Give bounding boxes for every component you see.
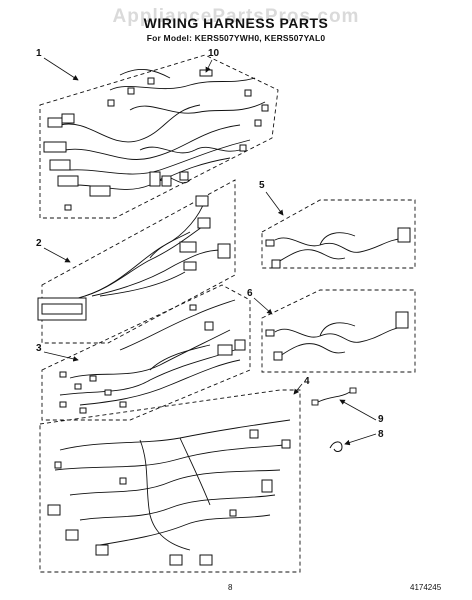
document-number: 4174245 — [410, 583, 442, 592]
callout-10: 10 — [208, 48, 220, 59]
harness-1-connectors — [43, 69, 269, 211]
harness-1-panel — [39, 54, 279, 219]
harness-3-connectors — [59, 304, 246, 414]
callout-5: 5 — [259, 180, 265, 191]
callout-2: 2 — [36, 238, 42, 249]
harness-2-connectors — [37, 195, 231, 321]
page-number: 8 — [228, 583, 233, 592]
harness-6-panel — [261, 289, 416, 373]
callout-6: 6 — [247, 288, 253, 299]
harness-5-panel — [261, 199, 416, 269]
callout-4: 4 — [304, 376, 310, 387]
harness-5-connectors — [265, 227, 411, 269]
harness-6-connectors — [265, 311, 409, 361]
leader-lines — [43, 57, 377, 446]
callout-3: 3 — [36, 343, 42, 354]
callout-1: 1 — [36, 48, 42, 59]
part-4-wire — [311, 387, 357, 406]
page-subtitle: For Model: KERS507YWH0, KERS507YAL0 — [146, 33, 326, 43]
harness-3-panel — [41, 284, 251, 421]
callout-9: 9 — [378, 414, 384, 425]
harness-lower-panel — [39, 389, 301, 573]
part-8-clip — [329, 441, 343, 452]
harness-lower-connectors — [47, 429, 291, 566]
page-title: WIRING HARNESS PARTS — [143, 15, 329, 31]
callout-8: 8 — [378, 429, 384, 440]
